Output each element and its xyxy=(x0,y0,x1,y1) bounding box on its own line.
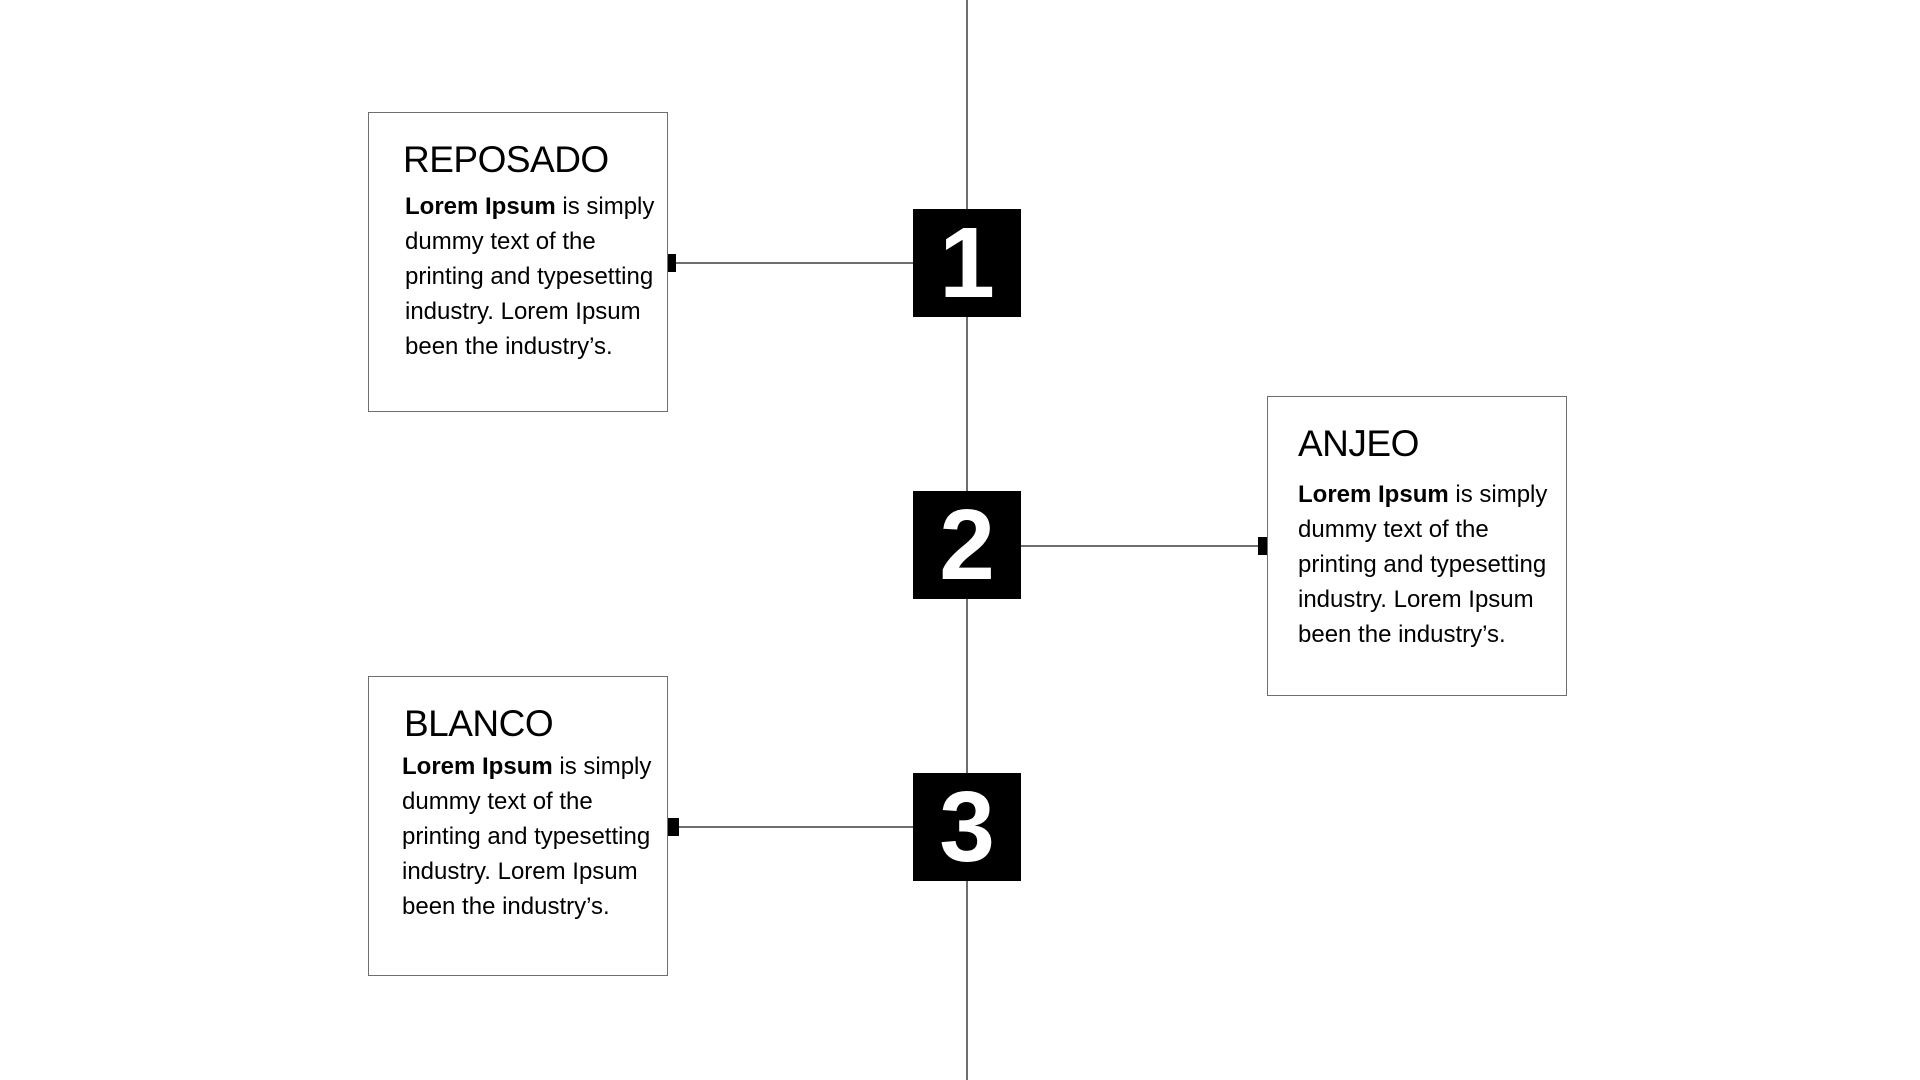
step-description-2: Lorem Ipsum is simply dummy text of the … xyxy=(1298,477,1548,652)
step-badge-3: 3 xyxy=(913,773,1021,881)
connector-step-2 xyxy=(1021,545,1267,547)
connector-step-1 xyxy=(667,262,913,264)
step-lead-2: Lorem Ipsum xyxy=(1298,481,1449,508)
step-lead-3: Lorem Ipsum xyxy=(402,753,553,780)
step-text-2: is simply dummy text of the printing and… xyxy=(1298,481,1548,648)
connector-step-3 xyxy=(670,826,913,828)
step-badge-1: 1 xyxy=(913,209,1021,317)
step-text-3: is simply dummy text of the printing and… xyxy=(402,753,652,920)
step-title-3: BLANCO xyxy=(404,703,554,744)
step-description-3: Lorem Ipsum is simply dummy text of the … xyxy=(402,749,652,924)
step-card-2: ANJEO Lorem Ipsum is simply dummy text o… xyxy=(1267,396,1567,696)
step-title-1: REPOSADO xyxy=(403,139,609,180)
step-text-1: is simply dummy text of the printing and… xyxy=(405,193,655,360)
step-lead-1: Lorem Ipsum xyxy=(405,193,556,220)
step-card-3: BLANCO Lorem Ipsum is simply dummy text … xyxy=(368,676,668,976)
step-card-1: REPOSADO Lorem Ipsum is simply dummy tex… xyxy=(368,112,668,412)
step-description-1: Lorem Ipsum is simply dummy text of the … xyxy=(405,189,655,364)
step-title-2: ANJEO xyxy=(1298,423,1419,464)
step-badge-2: 2 xyxy=(913,491,1021,599)
